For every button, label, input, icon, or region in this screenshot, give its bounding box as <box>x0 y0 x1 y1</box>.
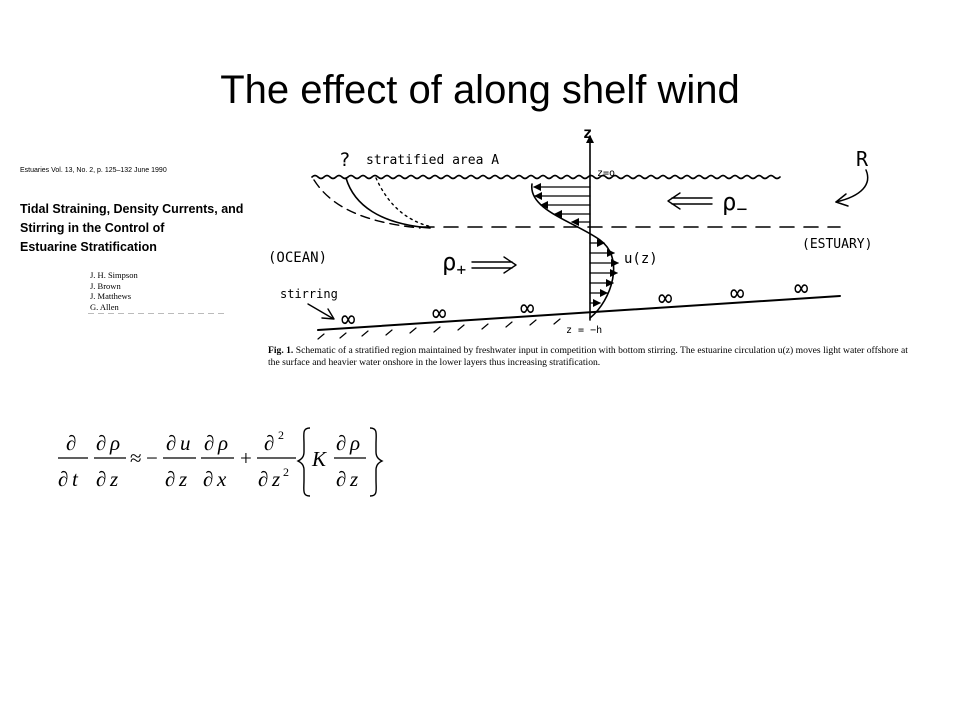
eq-partial: ∂ <box>258 467 268 491</box>
author: J. H. Simpson <box>90 270 138 280</box>
eq-partial: ∂ <box>58 467 68 491</box>
sea-surface <box>311 174 781 180</box>
river-input-arrowhead <box>835 193 849 207</box>
turbulence-symbol: ∞ <box>794 274 808 302</box>
turbulence-symbol: ∞ <box>520 294 534 322</box>
bottom-hatch <box>317 318 561 340</box>
eq-partial: ∂ <box>204 431 214 455</box>
surface-level-label: z=o <box>597 168 615 179</box>
faded-rule <box>88 313 228 314</box>
front-dotted-curve <box>375 177 433 228</box>
paper-title: Tidal Straining, Density Currents, and S… <box>20 200 260 257</box>
front-solid-curve <box>345 177 431 229</box>
z-axis-label: z <box>583 124 592 142</box>
rho-plus-arrow <box>471 256 517 274</box>
eq-var-x: x <box>216 467 227 491</box>
front-dashed-curve <box>313 179 421 229</box>
author: G. Allen <box>90 301 119 312</box>
eq-var-z: z <box>178 467 187 491</box>
eq-approx: ≈ <box>130 446 142 470</box>
eq-exponent: 2 <box>283 465 289 479</box>
sea-bottom <box>317 295 841 331</box>
stratified-area-label: stratified area A <box>366 153 499 168</box>
eq-plus: + <box>240 446 252 470</box>
eq-var-rho: ρ <box>217 431 228 455</box>
turbulence-symbol: ∞ <box>658 284 672 312</box>
eq-exponent: 2 <box>278 428 284 442</box>
velocity-profile-label: u(z) <box>624 251 658 267</box>
eq-right-brace <box>369 427 384 497</box>
author: J. Matthews <box>90 291 132 301</box>
eq-var-z: z <box>271 467 280 491</box>
river-input-arrow <box>835 169 869 203</box>
eq-minus: − <box>146 446 158 470</box>
rho-plus-label: ρ+ <box>442 248 466 279</box>
eq-partial: ∂ <box>336 467 346 491</box>
turbulence-symbol: ∞ <box>730 279 744 307</box>
rho-plus-symbol: ρ <box>442 248 456 276</box>
stirring-arrowhead <box>321 308 335 320</box>
bottom-depth-label: z = −h <box>566 325 602 336</box>
eq-partial: ∂ <box>336 431 346 455</box>
eq-partial: ∂ <box>203 467 213 491</box>
rho-minus-label: ρ− <box>722 188 747 220</box>
ocean-label: (OCEAN) <box>268 250 327 266</box>
eq-var-rho: ρ <box>349 431 360 455</box>
rho-minus-arrow <box>667 192 713 210</box>
estuary-schematic: z ? stratified area A z=o R ρ− ρ+ (OCEAN… <box>268 124 872 340</box>
eq-var-K: K <box>311 447 327 471</box>
eq-partial: ∂ <box>96 467 106 491</box>
author-list: J. H. Simpson J. Brown J. Matthews G. Al… <box>90 270 138 312</box>
estuary-label: (ESTUARY) <box>802 237 872 252</box>
paper-title-line: Estuarine Stratification <box>20 240 157 254</box>
velocity-profile-curve <box>531 183 615 319</box>
turbulence-symbol: ∞ <box>341 305 355 333</box>
offshore-arrows <box>533 183 591 226</box>
journal-line: Estuaries Vol. 13, No. 2, p. 125–132 Jun… <box>20 167 167 174</box>
eq-var-t: t <box>72 467 79 491</box>
onshore-arrows <box>589 239 619 307</box>
caption-label: Fig. 1. <box>268 345 294 356</box>
eq-partial: ∂ <box>166 431 176 455</box>
rho-plus-subscript: + <box>456 260 466 279</box>
question-mark: ? <box>339 149 350 171</box>
eq-var-z: z <box>349 467 358 491</box>
eq-partial: ∂ <box>264 431 274 455</box>
eq-partial: ∂ <box>165 467 175 491</box>
paper-title-line: Stirring in the Control of <box>20 221 165 235</box>
stratification-equation: ∂ ∂ t ∂ ρ ∂ z ≈ − ∂ u ∂ z ∂ ρ ∂ x + ∂ 2 … <box>58 427 384 497</box>
eq-partial: ∂ <box>96 431 106 455</box>
eq-var-z: z <box>109 467 118 491</box>
slide-title: The effect of along shelf wind <box>220 68 740 112</box>
rho-minus-subscript: − <box>736 199 747 220</box>
eq-partial: ∂ <box>66 431 76 455</box>
stirring-label: stirring <box>280 287 338 301</box>
eq-left-brace <box>296 427 311 497</box>
rho-minus-symbol: ρ <box>722 188 736 216</box>
paper-title-line: Tidal Straining, Density Currents, and <box>20 202 244 216</box>
stirring-arrow <box>307 303 333 319</box>
turbulence-symbol: ∞ <box>432 299 446 327</box>
caption-text: Schematic of a stratified region maintai… <box>268 345 908 368</box>
eq-var-u: u <box>180 431 191 455</box>
figure-caption: Fig. 1. Schematic of a stratified region… <box>268 345 908 369</box>
eq-var-rho: ρ <box>109 431 120 455</box>
river-label: R <box>856 147 869 171</box>
author: J. Brown <box>90 280 121 291</box>
